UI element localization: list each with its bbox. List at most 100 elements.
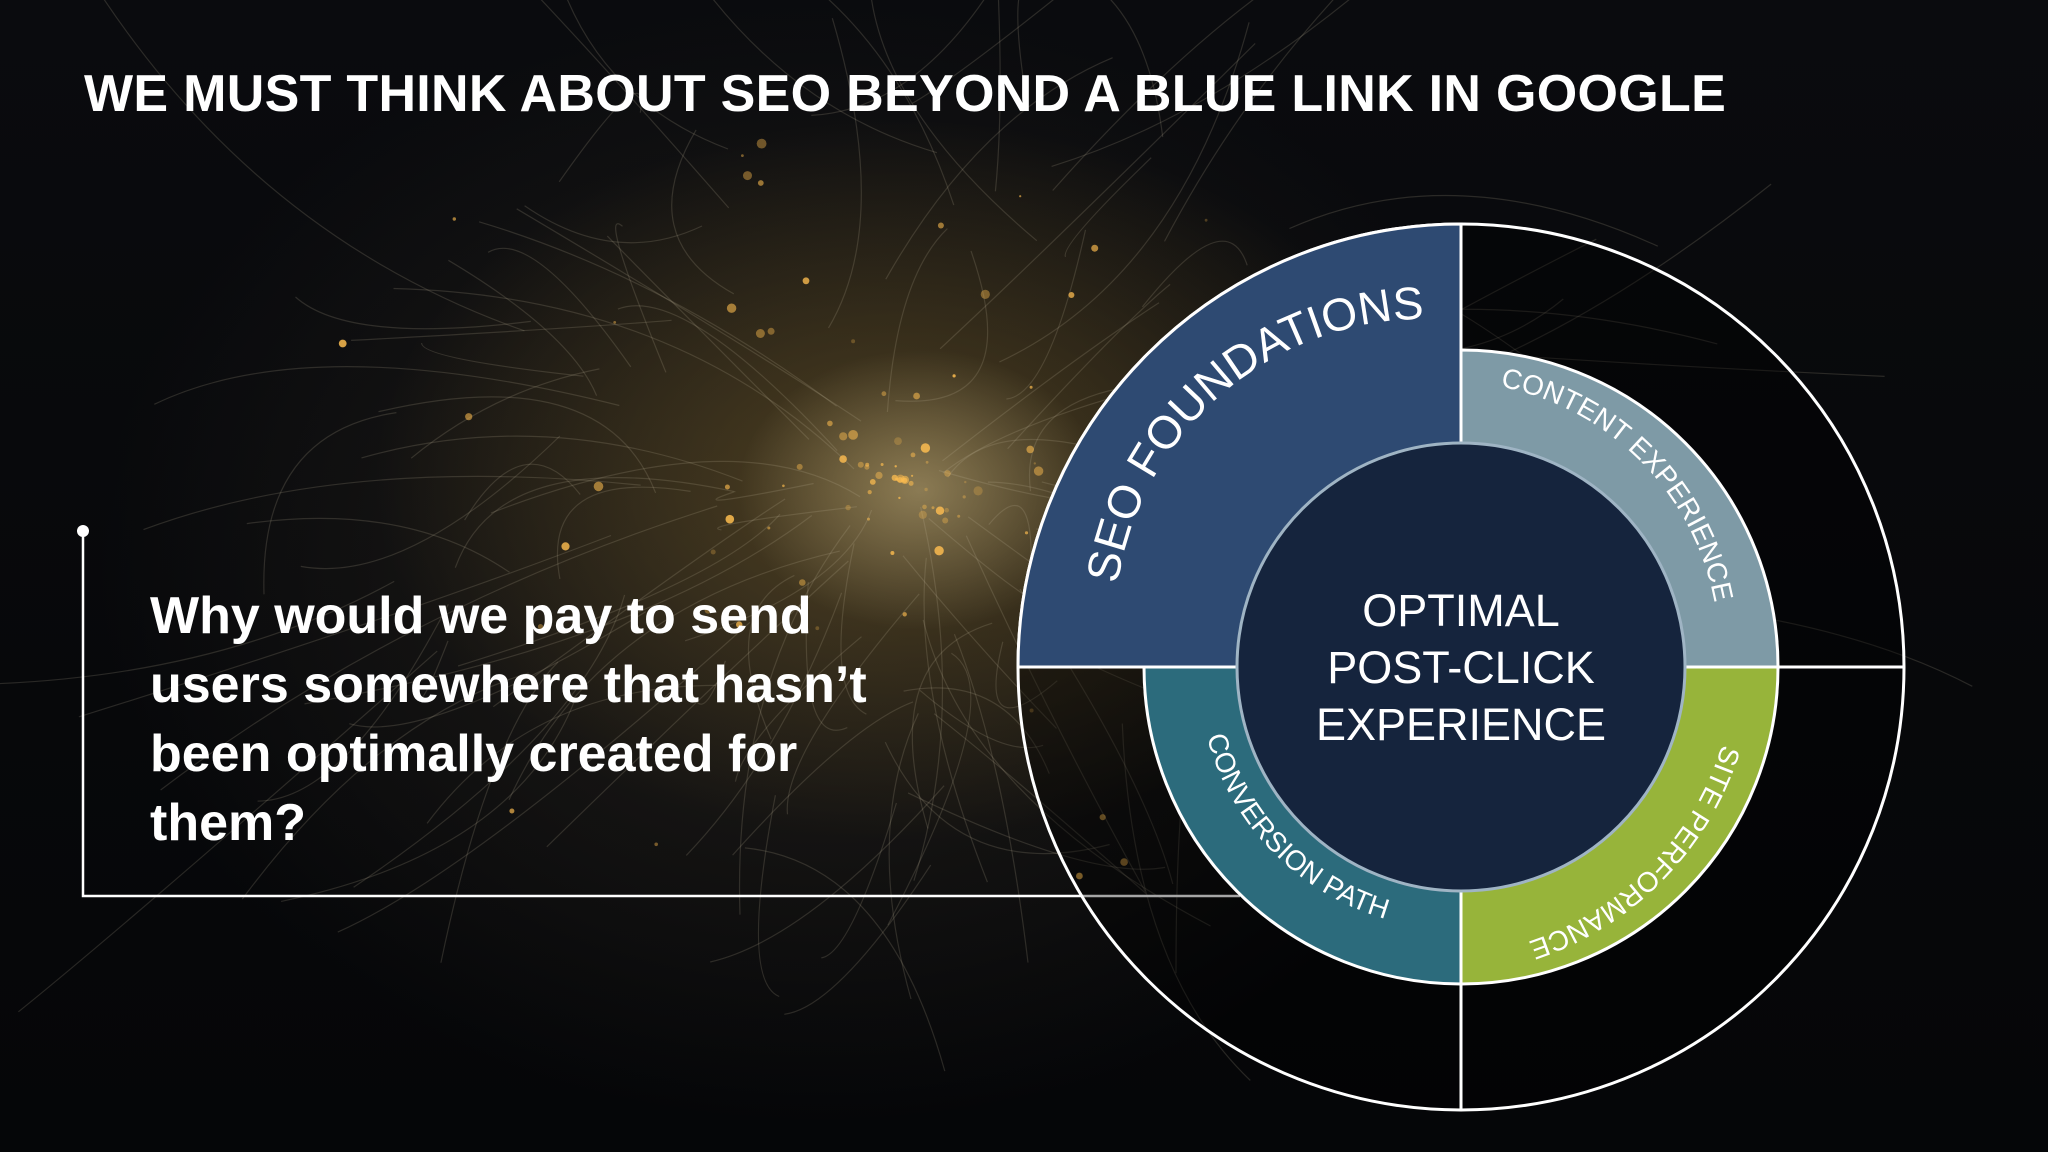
network-node bbox=[875, 471, 883, 479]
network-strand bbox=[786, 593, 920, 815]
network-node bbox=[935, 506, 945, 515]
slide-title: WE MUST THINK ABOUT SEO BEYOND A BLUE LI… bbox=[84, 65, 1727, 123]
network-node bbox=[1019, 195, 1022, 198]
network-node bbox=[782, 484, 785, 488]
network-node bbox=[757, 180, 764, 186]
network-node bbox=[881, 391, 887, 397]
network-strand bbox=[942, 302, 1160, 462]
network-node bbox=[845, 504, 851, 511]
network-strand bbox=[784, 864, 932, 1015]
network-strand bbox=[478, 221, 837, 407]
network-strand bbox=[717, 506, 857, 531]
network-node bbox=[848, 430, 858, 440]
network-node bbox=[924, 487, 928, 492]
network-node bbox=[911, 474, 914, 477]
center-line-2: POST-CLICK bbox=[1327, 642, 1595, 693]
network-strand bbox=[999, 22, 1250, 363]
network-node bbox=[910, 452, 916, 458]
network-strand bbox=[671, 129, 735, 295]
network-strand bbox=[895, 250, 989, 402]
network-strand bbox=[516, 208, 862, 422]
network-strand bbox=[1051, 0, 1350, 167]
network-node bbox=[851, 339, 856, 344]
network-node bbox=[1033, 466, 1044, 476]
network-node bbox=[973, 486, 983, 496]
network-strand bbox=[490, 460, 861, 514]
network-strand bbox=[416, 640, 449, 701]
network-strand bbox=[687, 660, 726, 705]
network-strand bbox=[1289, 194, 1659, 247]
network-strand bbox=[965, 535, 1146, 892]
network-node bbox=[957, 514, 961, 518]
network-strand bbox=[0, 580, 395, 685]
network-strand bbox=[710, 785, 945, 963]
network-node bbox=[839, 455, 847, 463]
network-strand bbox=[410, 368, 600, 459]
network-strand bbox=[426, 684, 717, 824]
network-node bbox=[724, 484, 730, 490]
network-strand bbox=[903, 687, 1050, 774]
network-node bbox=[710, 549, 716, 555]
network-node bbox=[944, 507, 949, 513]
network-strand bbox=[919, 689, 1044, 749]
network-node bbox=[867, 490, 872, 495]
network-strand bbox=[888, 713, 919, 1000]
network-strand bbox=[18, 650, 438, 1013]
network-node bbox=[942, 517, 949, 524]
network-strand bbox=[393, 287, 855, 470]
network-node bbox=[509, 808, 515, 814]
network-node bbox=[1099, 814, 1106, 821]
network-node bbox=[1076, 872, 1083, 880]
network-strand bbox=[734, 636, 862, 782]
network-strand bbox=[886, 228, 948, 412]
network-strand bbox=[902, 555, 1057, 729]
network-node bbox=[937, 222, 944, 229]
network-node bbox=[964, 480, 967, 484]
network-node bbox=[857, 461, 864, 468]
network-node bbox=[900, 475, 910, 485]
network-strand bbox=[295, 296, 531, 330]
network-strand bbox=[738, 525, 851, 915]
network-strand bbox=[713, 0, 938, 154]
network-strand bbox=[349, 611, 647, 728]
network-node bbox=[1029, 708, 1034, 713]
network-strand bbox=[1017, 0, 1026, 90]
network-strand bbox=[828, 0, 955, 206]
network-node bbox=[920, 443, 931, 453]
network-node bbox=[736, 621, 743, 628]
network-strand bbox=[821, 802, 897, 959]
network-node bbox=[867, 517, 870, 521]
network-strand bbox=[508, 550, 840, 800]
network-strand bbox=[617, 305, 838, 452]
network-strand bbox=[994, 0, 1001, 192]
network-strand bbox=[923, 557, 988, 883]
network-strand bbox=[464, 463, 581, 521]
network-strand bbox=[246, 517, 510, 573]
network-strand bbox=[933, 713, 1147, 894]
network-node bbox=[704, 606, 712, 614]
network-strand bbox=[995, 641, 1058, 709]
center-line-3: EXPERIENCE bbox=[1316, 699, 1606, 750]
network-strand bbox=[353, 594, 626, 888]
network-strand bbox=[241, 672, 529, 900]
network-strand bbox=[524, 205, 703, 244]
network-strand bbox=[757, 795, 780, 998]
network-strand bbox=[747, 574, 795, 740]
network-node bbox=[880, 463, 884, 466]
network-node bbox=[767, 526, 771, 530]
network-node bbox=[799, 579, 806, 586]
network-node bbox=[767, 327, 775, 335]
network-strand bbox=[840, 543, 867, 715]
network-node bbox=[726, 303, 737, 313]
network-strand bbox=[540, 0, 730, 209]
bracket-path bbox=[81, 531, 1240, 898]
network-node bbox=[756, 138, 767, 149]
network-node bbox=[952, 374, 956, 378]
network-node bbox=[913, 392, 920, 400]
network-node bbox=[452, 217, 456, 221]
network-strand bbox=[1110, 0, 1164, 138]
network-strand bbox=[811, 0, 985, 116]
network-strand bbox=[732, 701, 914, 856]
network-node bbox=[864, 464, 870, 470]
